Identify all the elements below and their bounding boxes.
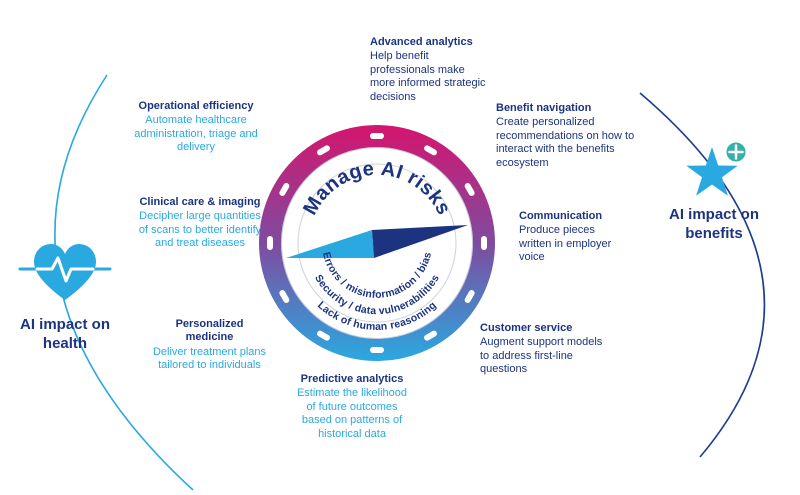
compass-needle xyxy=(286,225,468,258)
item-title: Personalized medicine xyxy=(175,318,244,344)
item-predictive-analytics: Predictive analytics Estimate the likeli… xyxy=(296,373,408,441)
item-body: Decipher large quantities of scans to be… xyxy=(138,210,262,250)
item-title: Operational efficiency xyxy=(138,100,254,112)
item-title: Communication xyxy=(519,210,603,222)
item-title: Customer service xyxy=(480,322,573,334)
item-body: Deliver treatment plans tailored to indi… xyxy=(152,345,267,372)
item-title: Predictive analytics xyxy=(300,373,404,385)
item-body: Help benefit professionals make more inf… xyxy=(370,50,486,103)
health-impact-label: AI impact on health xyxy=(19,316,110,352)
compass-inner-edge xyxy=(281,147,473,339)
item-operational-efficiency: Operational efficiency Automate healthca… xyxy=(126,100,266,155)
item-title: Benefit navigation xyxy=(496,102,592,114)
item-title: Advanced analytics xyxy=(370,36,473,48)
item-advanced-analytics: Advanced analytics Help benefit professi… xyxy=(370,36,488,104)
item-body: Estimate the likelihood of future outcom… xyxy=(296,387,408,440)
heart-pulse-icon xyxy=(18,244,112,300)
item-benefit-navigation: Benefit navigation Create personalized r… xyxy=(496,102,638,170)
item-title: Clinical care & imaging xyxy=(139,196,261,208)
item-customer-service: Customer service Augment support models … xyxy=(480,322,608,377)
star-plus-icon xyxy=(686,140,748,196)
benefits-impact-label: AI impact on benefits xyxy=(668,206,759,242)
item-personalized-medicine: Personalized medicine Deliver treatment … xyxy=(152,318,267,373)
item-body: Augment support models to address first-… xyxy=(480,336,603,376)
right-arc xyxy=(639,92,766,458)
item-body: Produce pieces written in employer voice xyxy=(519,224,612,264)
item-clinical-care-imaging: Clinical care & imaging Decipher large q… xyxy=(138,196,262,251)
compass-ticks xyxy=(267,133,487,353)
compass-inner-circle xyxy=(297,163,457,323)
item-body: Automate healthcare administration, tria… xyxy=(134,114,258,154)
item-body: Create personalized recommendations on h… xyxy=(496,116,635,169)
item-communication: Communication Produce pieces written in … xyxy=(519,210,624,265)
